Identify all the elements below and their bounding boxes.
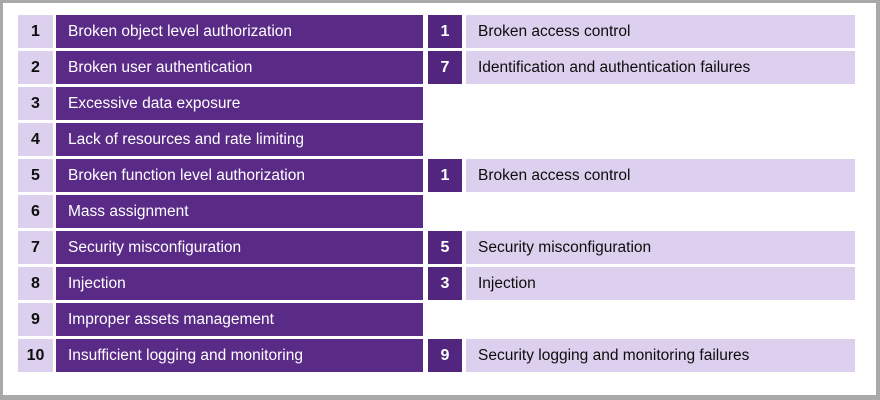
- left-rank-number: 5: [18, 159, 53, 192]
- right-risk-label: Security misconfiguration: [466, 231, 855, 264]
- left-risk-label: Broken user authentication: [56, 51, 423, 84]
- right-rank-number: 1: [428, 15, 462, 48]
- left-risk-label: Broken function level authorization: [56, 159, 423, 192]
- left-rank-number: 7: [18, 231, 53, 264]
- left-risk-label: Security misconfiguration: [56, 231, 423, 264]
- left-risk-label: Broken object level authorization: [56, 15, 423, 48]
- left-rank-number: 1: [18, 15, 53, 48]
- left-risk-label: Lack of resources and rate limiting: [56, 123, 423, 156]
- right-risk-label: Broken access control: [466, 15, 855, 48]
- left-rank-number: 6: [18, 195, 53, 228]
- right-rank-number: 5: [428, 231, 462, 264]
- left-rank-number: 4: [18, 123, 53, 156]
- right-rank-number: 7: [428, 51, 462, 84]
- left-rank-number: 8: [18, 267, 53, 300]
- right-rank-number: 1: [428, 159, 462, 192]
- left-rank-number: 3: [18, 87, 53, 120]
- right-rank-number: 3: [428, 267, 462, 300]
- right-risk-label: Broken access control: [466, 159, 855, 192]
- right-risk-label: Injection: [466, 267, 855, 300]
- left-rank-number: 9: [18, 303, 53, 336]
- left-rank-number: 2: [18, 51, 53, 84]
- left-risk-label: Injection: [56, 267, 423, 300]
- right-rank-number: 9: [428, 339, 462, 372]
- left-risk-label: Improper assets management: [56, 303, 423, 336]
- left-rank-number: 10: [18, 339, 53, 372]
- left-risk-label: Mass assignment: [56, 195, 423, 228]
- left-risk-label: Insufficient logging and monitoring: [56, 339, 423, 372]
- right-risk-label: Identification and authentication failur…: [466, 51, 855, 84]
- right-risk-label: Security logging and monitoring failures: [466, 339, 855, 372]
- left-risk-label: Excessive data exposure: [56, 87, 423, 120]
